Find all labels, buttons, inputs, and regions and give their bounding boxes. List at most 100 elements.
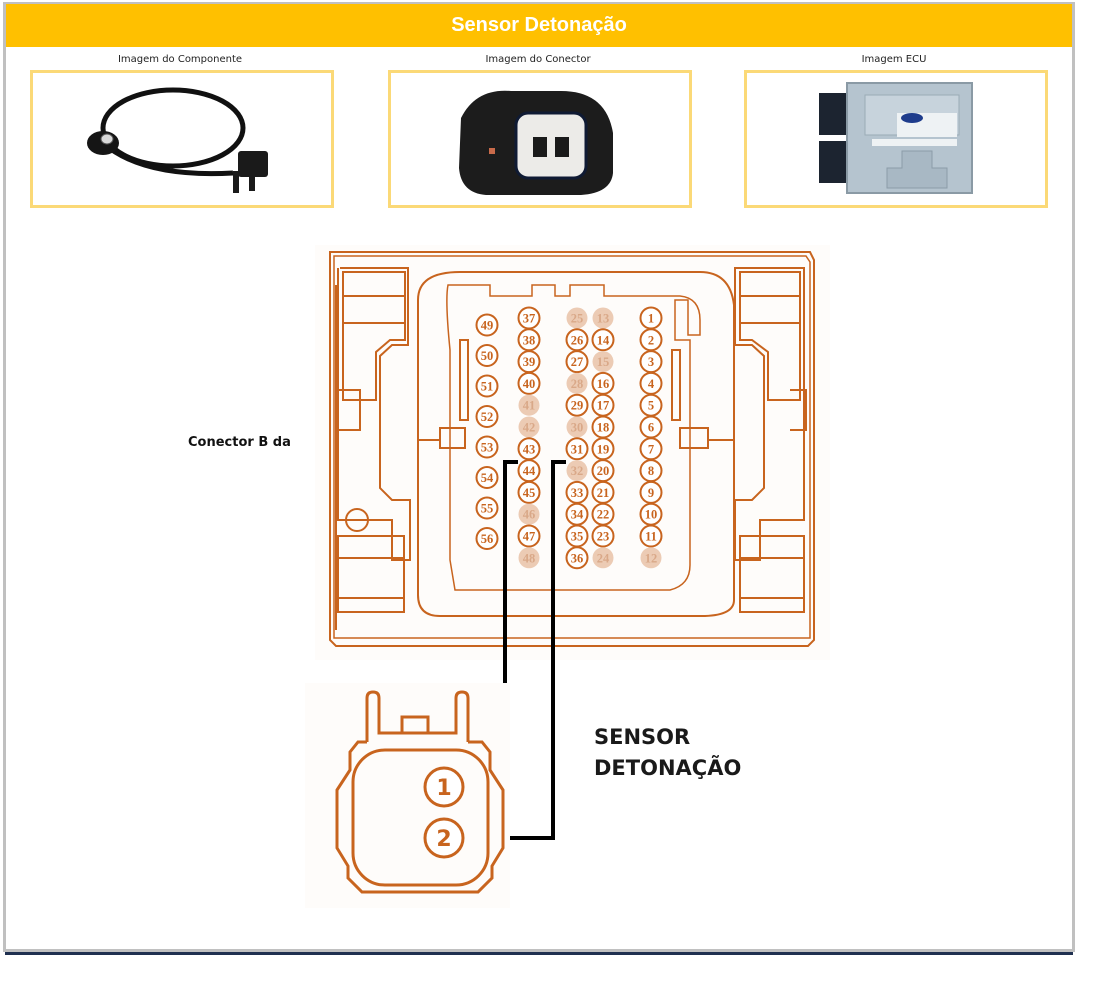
ecu-pin-49 <box>475 313 499 337</box>
ecu-pin-12 <box>640 547 662 569</box>
ecu-pin-label: 26 <box>571 333 584 347</box>
ecu-pin-13 <box>592 307 614 329</box>
ecu-connector-label: Conector B da <box>188 435 291 450</box>
ecu-pin-54 <box>475 466 499 489</box>
ecu-pin-label: 32 <box>571 464 584 478</box>
sensor-connector-outline <box>335 690 505 894</box>
ecu-pin-label: 4 <box>648 377 655 391</box>
ecu-pin-grid: 4950515253545556373839404142434445464748… <box>475 306 663 570</box>
ecu-pin-46 <box>518 503 540 525</box>
ecu-pin-55 <box>475 496 499 520</box>
ecu-pin-label: 15 <box>597 355 610 369</box>
component-image <box>30 70 334 208</box>
ecu-pin-label: 27 <box>571 355 584 369</box>
ecu-connector-outline <box>329 251 815 647</box>
ecu-pin-label: 35 <box>571 530 584 544</box>
ecu-pin-label: 31 <box>571 442 584 456</box>
ecu-pin-53 <box>475 435 499 459</box>
ecu-pin-label: 3 <box>648 355 654 369</box>
sensor-background <box>305 683 510 908</box>
component-image-label: Imagem do Componente <box>117 54 243 65</box>
ecu-pin-label: 28 <box>571 377 584 391</box>
ecu-pin-50 <box>475 344 499 367</box>
bottom-divider <box>3 949 1075 952</box>
ecu-pin-label: 16 <box>597 377 610 391</box>
ecu-pin-label: 36 <box>571 551 584 565</box>
ecu-pin-42 <box>518 416 540 438</box>
ecu-pin-label: 43 <box>523 442 536 456</box>
ecu-pin-25 <box>566 307 588 329</box>
ecu-pin-label: 6 <box>648 421 654 435</box>
ecu-pin-label: 41 <box>523 399 536 413</box>
ecu-pin-label: 37 <box>523 312 536 326</box>
ecu-pin-52 <box>475 405 499 428</box>
ecu-pin-label: 34 <box>571 508 584 522</box>
ecu-pin-56 <box>475 527 499 550</box>
sensor-pin-1 <box>423 766 465 808</box>
ecu-pin-label: 24 <box>597 551 610 565</box>
ecu-pin-label: 50 <box>481 349 494 363</box>
connector-image <box>388 70 692 208</box>
ecu-pin-24 <box>592 547 614 569</box>
ecu-pin-32 <box>566 460 588 482</box>
ecu-pin-label: 12 <box>645 551 658 565</box>
ecu-pin-14 <box>591 328 615 352</box>
sensor-pin-2 <box>423 817 465 859</box>
ecu-pin-label: 17 <box>597 399 610 413</box>
ecu-image <box>744 70 1048 208</box>
ecu-pin-label: 7 <box>648 442 654 456</box>
ecu-pin-27 <box>565 350 589 374</box>
ecu-pin-label: 29 <box>571 399 584 413</box>
ecu-pin-label: 2 <box>648 333 654 347</box>
ecu-pin-label: 49 <box>481 319 494 333</box>
ecu-pin-29 <box>565 393 589 417</box>
ecu-pin-label: 19 <box>597 442 610 456</box>
ecu-pin-label: 39 <box>523 355 536 369</box>
ecu-pin-label: 46 <box>523 508 536 522</box>
ecu-pin-48 <box>518 547 540 569</box>
ecu-pin-47 <box>517 524 541 548</box>
ecu-pin-label: 9 <box>648 486 654 500</box>
ecu-pin-label: 21 <box>597 486 610 500</box>
ecu-pin-28 <box>566 372 588 394</box>
ecu-pin-label: 51 <box>481 380 494 394</box>
ecu-pin-label: 10 <box>645 508 658 522</box>
ecu-pin-label: 11 <box>645 530 657 544</box>
ecu-pin-label: 42 <box>523 421 536 435</box>
ecu-pin-label: 14 <box>597 333 610 347</box>
knock-sensor-photo-icon <box>87 87 268 193</box>
ecu-pin-label: 40 <box>523 377 536 391</box>
sensor-title-line1: SENSOR <box>594 725 691 749</box>
ecu-pin-11 <box>639 524 663 548</box>
sensor-pin-label: 2 <box>436 827 451 852</box>
page-title: Sensor Detonação <box>451 14 627 36</box>
sensor-pin-group: 12 <box>423 766 465 859</box>
ecu-pin-label: 23 <box>597 530 610 544</box>
ecu-pin-label: 44 <box>523 464 536 478</box>
ecu-pin-label: 18 <box>597 421 610 435</box>
ecu-pin-label: 53 <box>481 441 494 455</box>
ecu-pin-label: 30 <box>571 421 584 435</box>
ecu-pin-label: 1 <box>648 312 654 326</box>
ecu-pin-41 <box>518 394 540 416</box>
ecu-pin-label: 55 <box>481 502 494 516</box>
ecu-pin-15 <box>592 351 614 373</box>
ecu-pin-label: 56 <box>481 532 494 546</box>
ecu-pin-label: 5 <box>648 399 654 413</box>
connector-image-label: Imagem do Conector <box>485 54 591 65</box>
ecu-pin-36 <box>565 546 589 570</box>
ecu-pin-23 <box>591 524 615 548</box>
sensor-title-line2: DETONAÇÃO <box>594 756 742 780</box>
sensor-title: SENSOR DETONAÇÃO <box>594 722 741 784</box>
title-banner: Sensor Detonação <box>6 4 1072 47</box>
ecu-pin-label: 25 <box>571 312 584 326</box>
ecu-pin-31 <box>565 437 589 461</box>
ecu-pin-40 <box>517 371 541 395</box>
ecu-pin-label: 20 <box>597 464 610 478</box>
ecu-photo-icon <box>819 82 973 194</box>
connector-photo-icon <box>459 90 613 195</box>
ecu-pin-label: 22 <box>597 508 610 522</box>
ecu-pin-label: 54 <box>481 471 494 485</box>
ecu-image-label: Imagem ECU <box>861 54 927 65</box>
